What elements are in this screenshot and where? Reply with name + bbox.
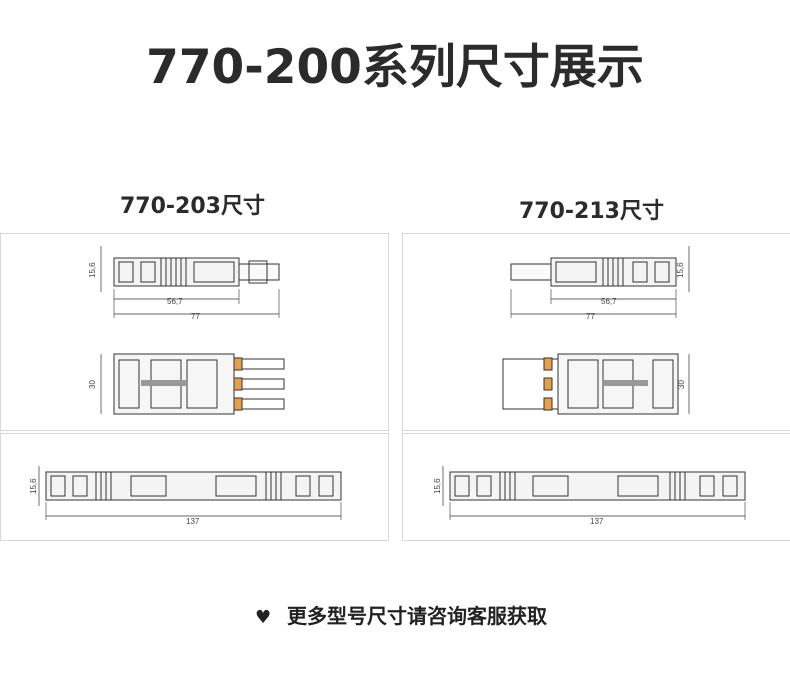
dim-height-213: 15,6	[676, 262, 685, 278]
left-top-drawing-panel: 15,6 56,7 77 30	[0, 233, 389, 431]
dim-long-height-203: 15,6	[29, 478, 38, 494]
left-section-title: 770-203尺寸	[120, 194, 265, 219]
footer-text: 更多型号尺寸请咨询客服获取	[287, 604, 547, 628]
dim-long-height-213: 15,6	[433, 478, 442, 494]
dim-depth-213: 30	[677, 380, 686, 389]
right-section-title: 770-213尺寸	[519, 199, 664, 224]
connector-drawing-203-top: 15,6 56,7 77 30	[88, 246, 285, 415]
connector-drawing-213-top: 15,6 56,7 77 30	[502, 246, 690, 415]
page-title: 770-200系列尺寸展示	[146, 40, 644, 95]
connector-drawing-203-long: 15,6 137	[29, 466, 342, 526]
dim-total-width-213: 77	[586, 312, 595, 321]
dim-inner-width-203: 56,7	[167, 297, 183, 306]
dim-height-203: 15,6	[88, 262, 97, 278]
dim-long-width-203: 137	[186, 517, 200, 526]
left-bottom-drawing-panel: 15,6 137	[0, 433, 389, 541]
right-top-drawing-panel: 15,6 56,7 77 30	[402, 233, 790, 431]
footer-note: ♥ 更多型号尺寸请咨询客服获取	[255, 600, 547, 629]
dim-inner-width-213: 56,7	[601, 297, 617, 306]
dim-depth-203: 30	[88, 380, 97, 389]
dim-total-width-203: 77	[191, 312, 200, 321]
heart-icon: ♥	[255, 607, 272, 628]
right-bottom-drawing-panel: 15,6 137	[402, 433, 790, 541]
connector-drawing-213-long: 15,6 137	[433, 466, 746, 526]
dim-long-width-213: 137	[590, 517, 604, 526]
